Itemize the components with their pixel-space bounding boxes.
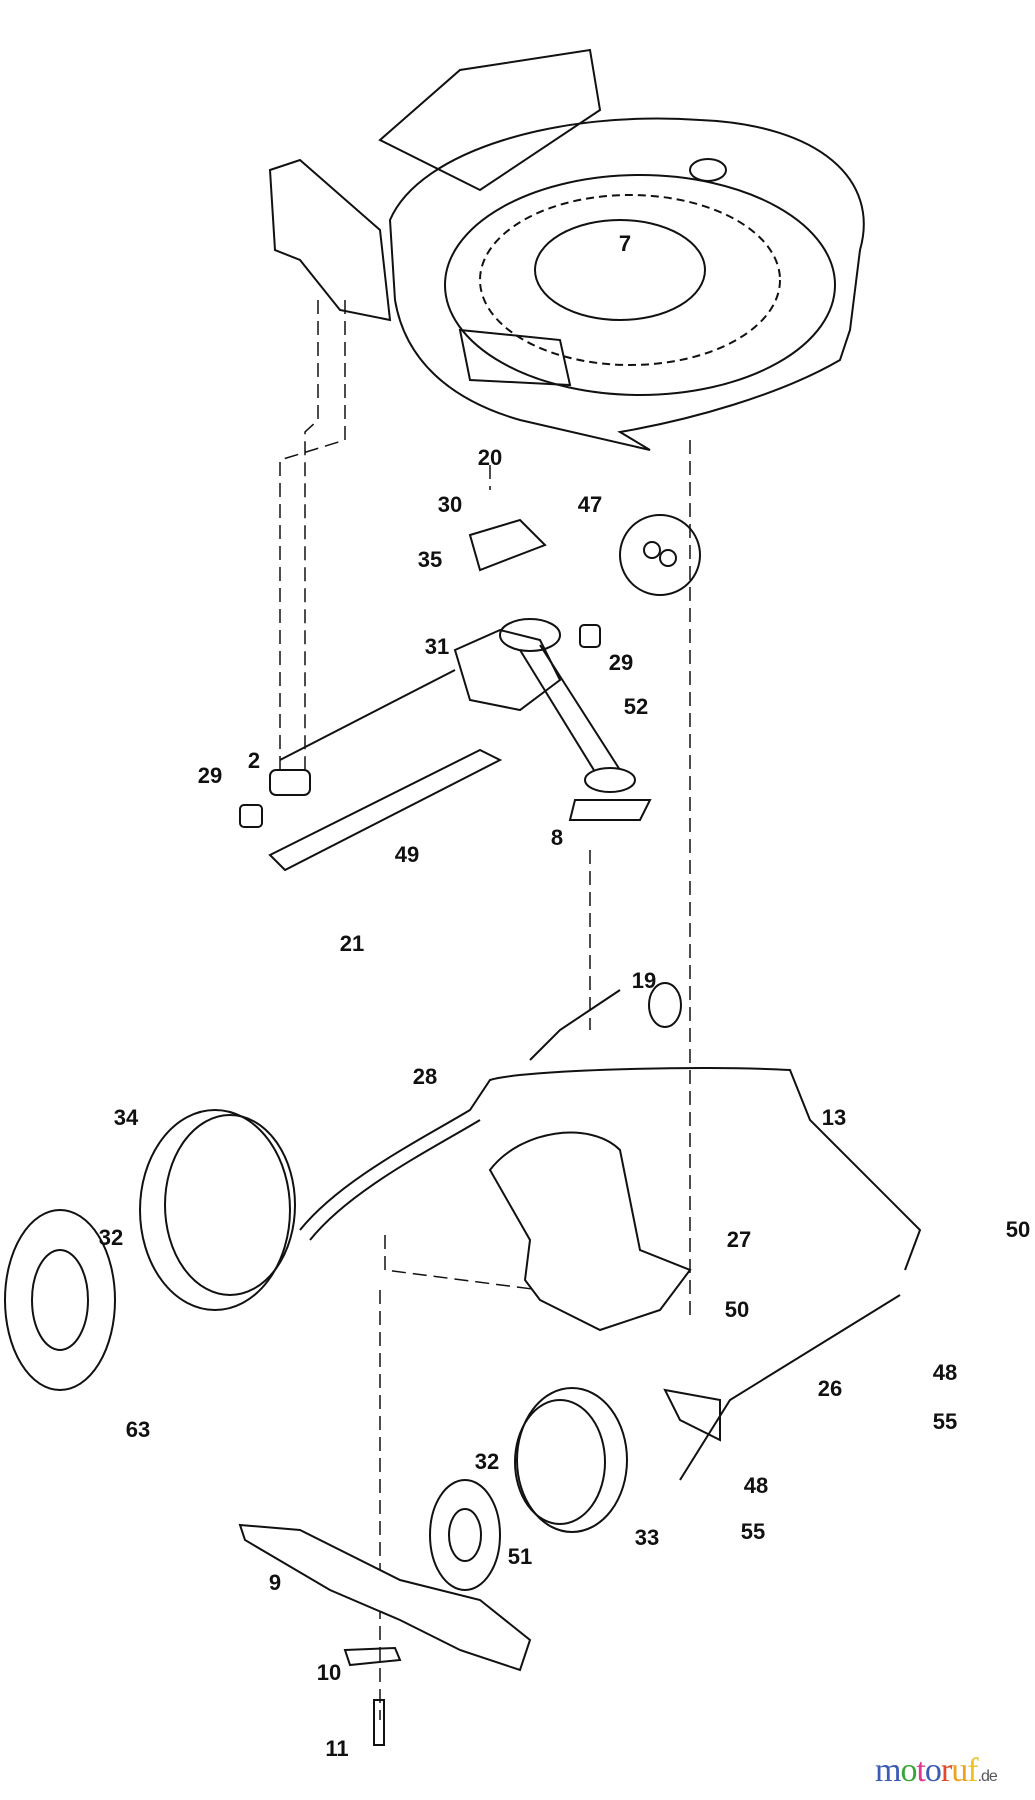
callout-29: 29 [608, 650, 634, 675]
callout-50: 50 [724, 1297, 750, 1322]
callout-49: 49 [394, 842, 420, 867]
callout-7: 7 [618, 231, 632, 256]
callout-10: 10 [316, 1660, 342, 1685]
callout-19: 19 [631, 968, 657, 993]
callout-13: 13 [821, 1105, 847, 1130]
watermark-letter: m [875, 1752, 901, 1789]
transmission [239, 514, 701, 872]
callout-48: 48 [743, 1473, 769, 1498]
motoruf-watermark-logo: motoruf.de [875, 1752, 998, 1790]
callout-34: 34 [113, 1105, 139, 1130]
mower-deck [268, 48, 865, 451]
callout-29: 29 [197, 763, 223, 788]
callout-63: 63 [125, 1417, 151, 1442]
rear-handle-bracket [299, 982, 922, 1271]
callout-47: 47 [577, 492, 603, 517]
watermark-letter: u [951, 1752, 968, 1789]
callout-35: 35 [417, 547, 443, 572]
callout-8: 8 [550, 825, 564, 850]
watermark-letter: t [916, 1752, 926, 1789]
watermark-letter: f [967, 1752, 978, 1789]
callout-31: 31 [424, 634, 450, 659]
watermark-letter: o [900, 1752, 917, 1789]
callout-9: 9 [268, 1570, 282, 1595]
callout-50: 50 [1005, 1217, 1031, 1242]
callout-32: 32 [98, 1225, 124, 1250]
watermark-letter: o [924, 1752, 942, 1789]
callout-28: 28 [412, 1064, 438, 1089]
callout-2: 2 [247, 748, 261, 773]
blade [238, 1523, 532, 1746]
callout-51: 51 [507, 1544, 533, 1569]
watermark-suffix: .de [977, 1768, 998, 1785]
height-adjust-lever [663, 1294, 901, 1481]
callout-30: 30 [437, 492, 463, 517]
callout-55: 55 [932, 1409, 958, 1434]
callout-48: 48 [932, 1360, 958, 1385]
watermark-letter: r [940, 1752, 952, 1789]
callout-26: 26 [817, 1376, 843, 1401]
callout-20: 20 [477, 445, 503, 470]
assembly-guide-lines [279, 300, 691, 1720]
callout-55: 55 [740, 1519, 766, 1544]
callout-27: 27 [726, 1227, 752, 1252]
wheels [4, 1109, 628, 1591]
callout-21: 21 [339, 931, 365, 956]
rear-guard [488, 1131, 692, 1332]
callout-52: 52 [623, 694, 649, 719]
callout-32: 32 [474, 1449, 500, 1474]
callout-33: 33 [634, 1525, 660, 1550]
callout-11: 11 [325, 1736, 349, 1761]
